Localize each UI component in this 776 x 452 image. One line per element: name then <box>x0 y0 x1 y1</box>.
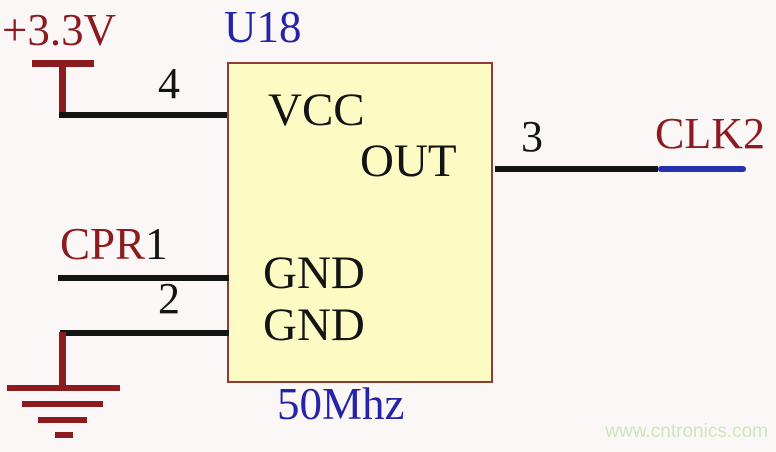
net-label-cpr-text: CPR <box>60 219 146 269</box>
pin-number-4: 4 <box>158 59 180 108</box>
pin-name-gnd-top: GND <box>263 247 365 299</box>
ground-stub <box>59 332 66 388</box>
pin-number-3: 3 <box>521 112 543 161</box>
power-net-label: +3.3V <box>2 5 117 55</box>
watermark: www.cntronics.com <box>605 421 768 442</box>
wire-out <box>495 166 658 172</box>
ground-symbol-bar4 <box>55 432 73 438</box>
ground-symbol-bar2 <box>22 401 103 407</box>
net-label-clk2: CLK2 <box>655 109 765 158</box>
component-value: 50Mhz <box>277 379 405 429</box>
power-rail-stub <box>59 66 66 113</box>
wire-vcc <box>59 112 229 118</box>
pin-name-gnd-bottom: GND <box>263 299 365 351</box>
pin-name-vcc: VCC <box>268 84 365 136</box>
net-label-cpr: CPR1 <box>60 222 168 267</box>
component-body <box>227 62 493 383</box>
ground-symbol-bar3 <box>38 417 87 423</box>
pin-name-out: OUT <box>360 135 457 187</box>
wire-gnd <box>60 330 229 336</box>
pin-number-1: 1 <box>145 219 168 269</box>
wire-cpr <box>58 275 229 281</box>
ground-symbol-bar1 <box>7 385 120 391</box>
component-refdes: U18 <box>224 2 302 52</box>
pin-number-2: 2 <box>158 274 180 323</box>
wire-out-net-segment <box>658 166 746 172</box>
power-rail-bar-icon <box>32 60 94 67</box>
